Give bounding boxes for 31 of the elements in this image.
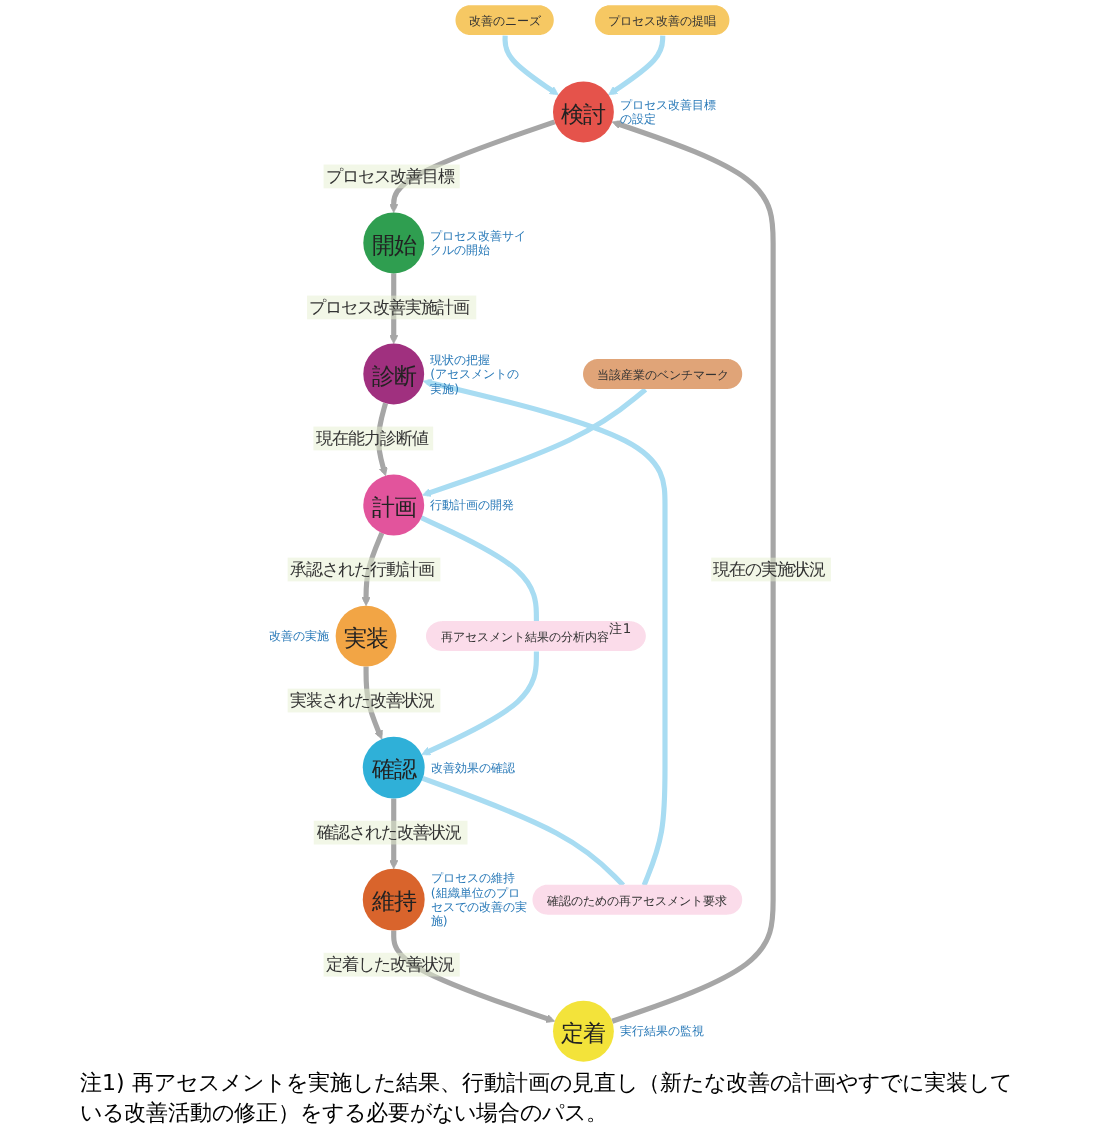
arrow [375,402,388,477]
edge-label: プロセス改善目標 [325,166,454,187]
edge-label: 承認された行動計画 [289,559,434,580]
node-circle: 検討 [553,81,614,143]
node-circle: 実装 [335,605,397,667]
arrow [363,666,383,740]
edge-label: 定着した改善状況 [325,954,454,975]
arrow [611,120,776,1024]
node-circle: 診断 [363,343,425,405]
arrow [389,798,399,870]
arrow [391,930,556,1023]
node-circle: 開始 [363,212,425,274]
footnote: 注1) 再アセスメントを実施した結果、行動計画の見直し（新たな改善の計画やすでに実装している改善活動の修正）をする必要がない場合のパス。 [78,1068,1014,1130]
node-circle: 定着 [553,1000,614,1062]
edge-label: 実装された改善状況 [289,690,434,711]
connector [420,515,539,622]
node-circle: 確認 [362,736,425,799]
arrow [608,35,666,96]
arrow [389,119,556,213]
arrow [422,387,648,497]
edge-label: 現在能力診断値 [315,428,428,449]
arrow [361,532,385,607]
node-circle: 計画 [363,474,425,536]
node-circle: 維持 [362,868,425,931]
edge-label: 現在の実施状況 [713,559,826,580]
arrow [389,273,399,344]
arrow [502,35,559,96]
edge-label: 確認された改善状況 [316,822,461,843]
arrow [421,651,539,756]
edge-label: プロセス改善実施計画 [309,297,470,318]
connector [421,775,626,888]
